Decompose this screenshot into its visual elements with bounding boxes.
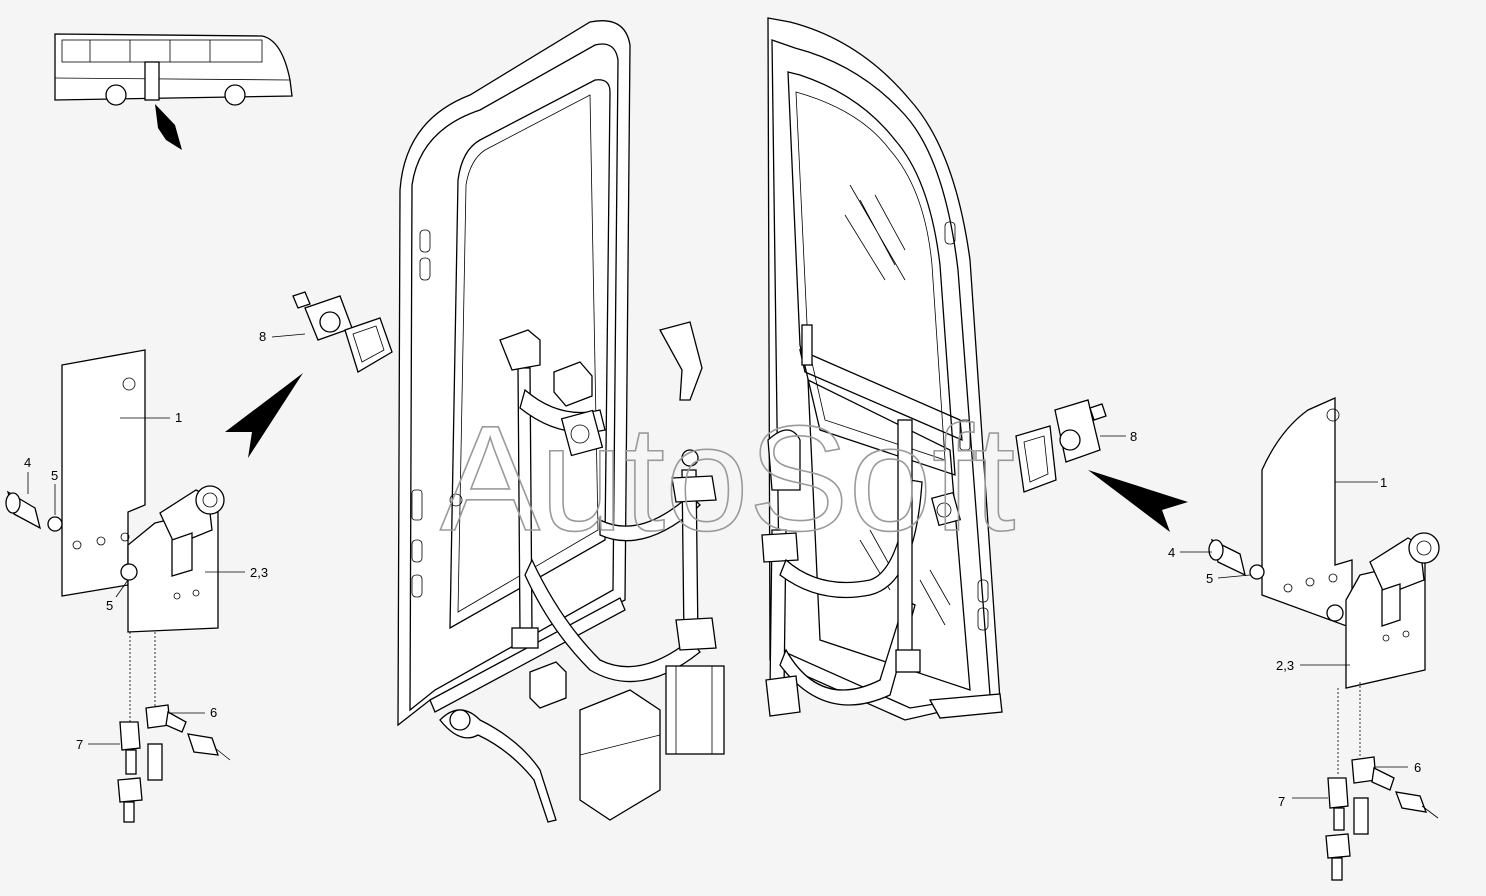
right-direction-arrow-icon [1088, 470, 1188, 532]
left-label-6: 6 [210, 705, 217, 720]
left-direction-arrow-icon [225, 373, 303, 458]
right-label-5: 5 [1206, 571, 1213, 586]
right-label-8: 8 [1130, 429, 1137, 444]
left-washer-bottom [120, 563, 138, 581]
left-label-5-top: 5 [51, 468, 58, 483]
left-lock-gasket [344, 317, 393, 373]
right-label-7: 7 [1278, 794, 1285, 809]
right-lock-gasket [1015, 425, 1057, 493]
left-label-2-3: 2,3 [250, 565, 268, 580]
left-washer-top [47, 516, 63, 532]
left-label-7: 7 [76, 737, 83, 752]
right-door-assembly [761, 17, 1003, 721]
left-hinge-parts: 1 4 5 5 2,3 6 7 8 [5, 291, 393, 823]
right-label-2-3: 2,3 [1276, 658, 1294, 673]
right-bracket-plate [1261, 396, 1353, 629]
bus-locator-thumbnail [54, 33, 293, 150]
locator-arrow-icon [155, 104, 182, 150]
right-label-1: 1 [1380, 475, 1387, 490]
left-door-assembly [397, 20, 725, 823]
right-washer [1249, 564, 1265, 580]
left-label-1: 1 [175, 410, 182, 425]
left-label-4: 4 [24, 455, 31, 470]
right-label-4: 4 [1168, 545, 1175, 560]
right-fitting-7 [1327, 777, 1349, 809]
left-label-5-bottom: 5 [106, 598, 113, 613]
watermark: AutoSoft [440, 394, 1015, 562]
left-fitting-7 [119, 721, 141, 751]
right-hinge-parts: 1 4 5 2,3 6 7 8 [1015, 396, 1440, 881]
right-label-6: 6 [1414, 760, 1421, 775]
left-label-8: 8 [259, 329, 266, 344]
left-bracket-plate [61, 349, 146, 597]
